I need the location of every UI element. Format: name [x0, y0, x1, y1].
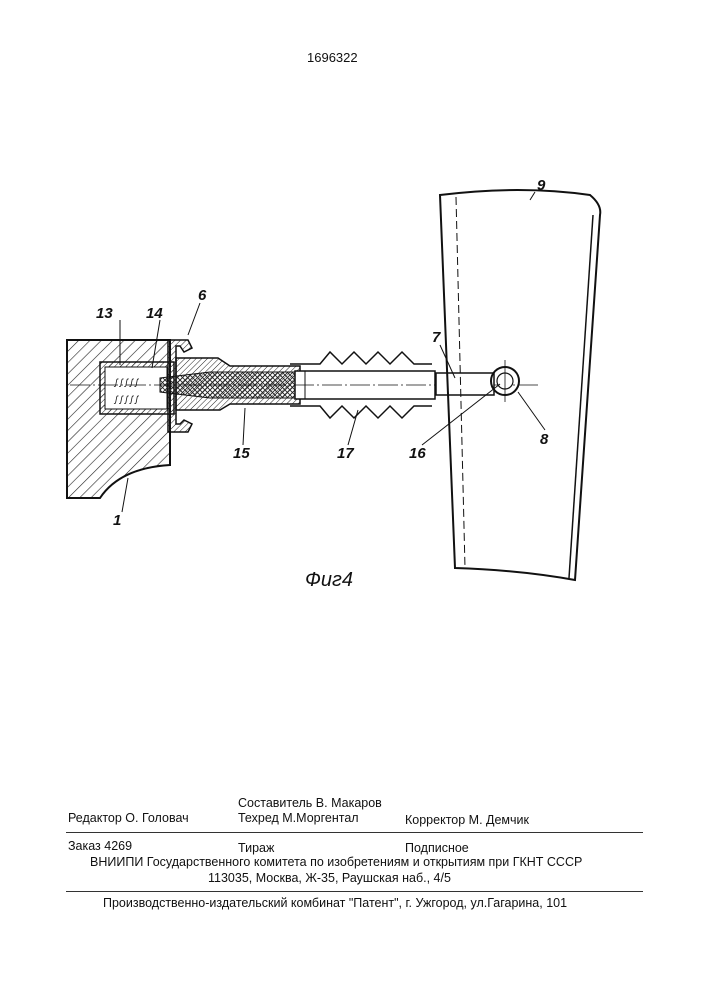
pin-7: [436, 373, 494, 395]
bellows-17: [290, 352, 432, 364]
label-1: 1: [113, 512, 121, 529]
divider: [66, 832, 643, 833]
corrector: Корректор М. Демчик: [405, 813, 529, 827]
subscription: Подписное: [405, 841, 469, 855]
label-8: 8: [540, 431, 549, 448]
techred: Техред М.Моргентал: [238, 811, 359, 825]
address: 113035, Москва, Ж-35, Раушская наб., 4/5: [208, 871, 451, 885]
organization: ВНИИПИ Государственного комитета по изоб…: [90, 855, 582, 869]
figure-caption: Фиг4: [305, 569, 353, 591]
divider: [66, 891, 643, 892]
label-15: 15: [233, 445, 250, 462]
editor: Редактор О. Головач: [68, 811, 189, 825]
label-13: 13: [96, 305, 113, 322]
order: Заказ 4269: [68, 839, 132, 853]
svg-text:ʃ ʃ ʃ ʃ ʃ: ʃ ʃ ʃ ʃ ʃ: [113, 377, 139, 387]
label-14: 14: [146, 305, 163, 322]
label-16: 16: [409, 445, 426, 462]
figure-4-drawing: ʃ ʃ ʃ ʃ ʃ ʃ ʃ ʃ ʃ ʃ 9 13 14 6 7 15 17 16…: [0, 0, 707, 640]
label-9: 9: [537, 177, 546, 194]
label-6: 6: [198, 287, 207, 304]
svg-text:ʃ ʃ ʃ ʃ ʃ: ʃ ʃ ʃ ʃ ʃ: [113, 394, 139, 404]
publisher: Производственно-издательский комбинат "П…: [103, 896, 567, 910]
label-17: 17: [337, 445, 354, 462]
compiler: Составитель В. Макаров: [238, 796, 382, 810]
label-7: 7: [432, 329, 441, 346]
circulation: Тираж: [238, 841, 274, 855]
